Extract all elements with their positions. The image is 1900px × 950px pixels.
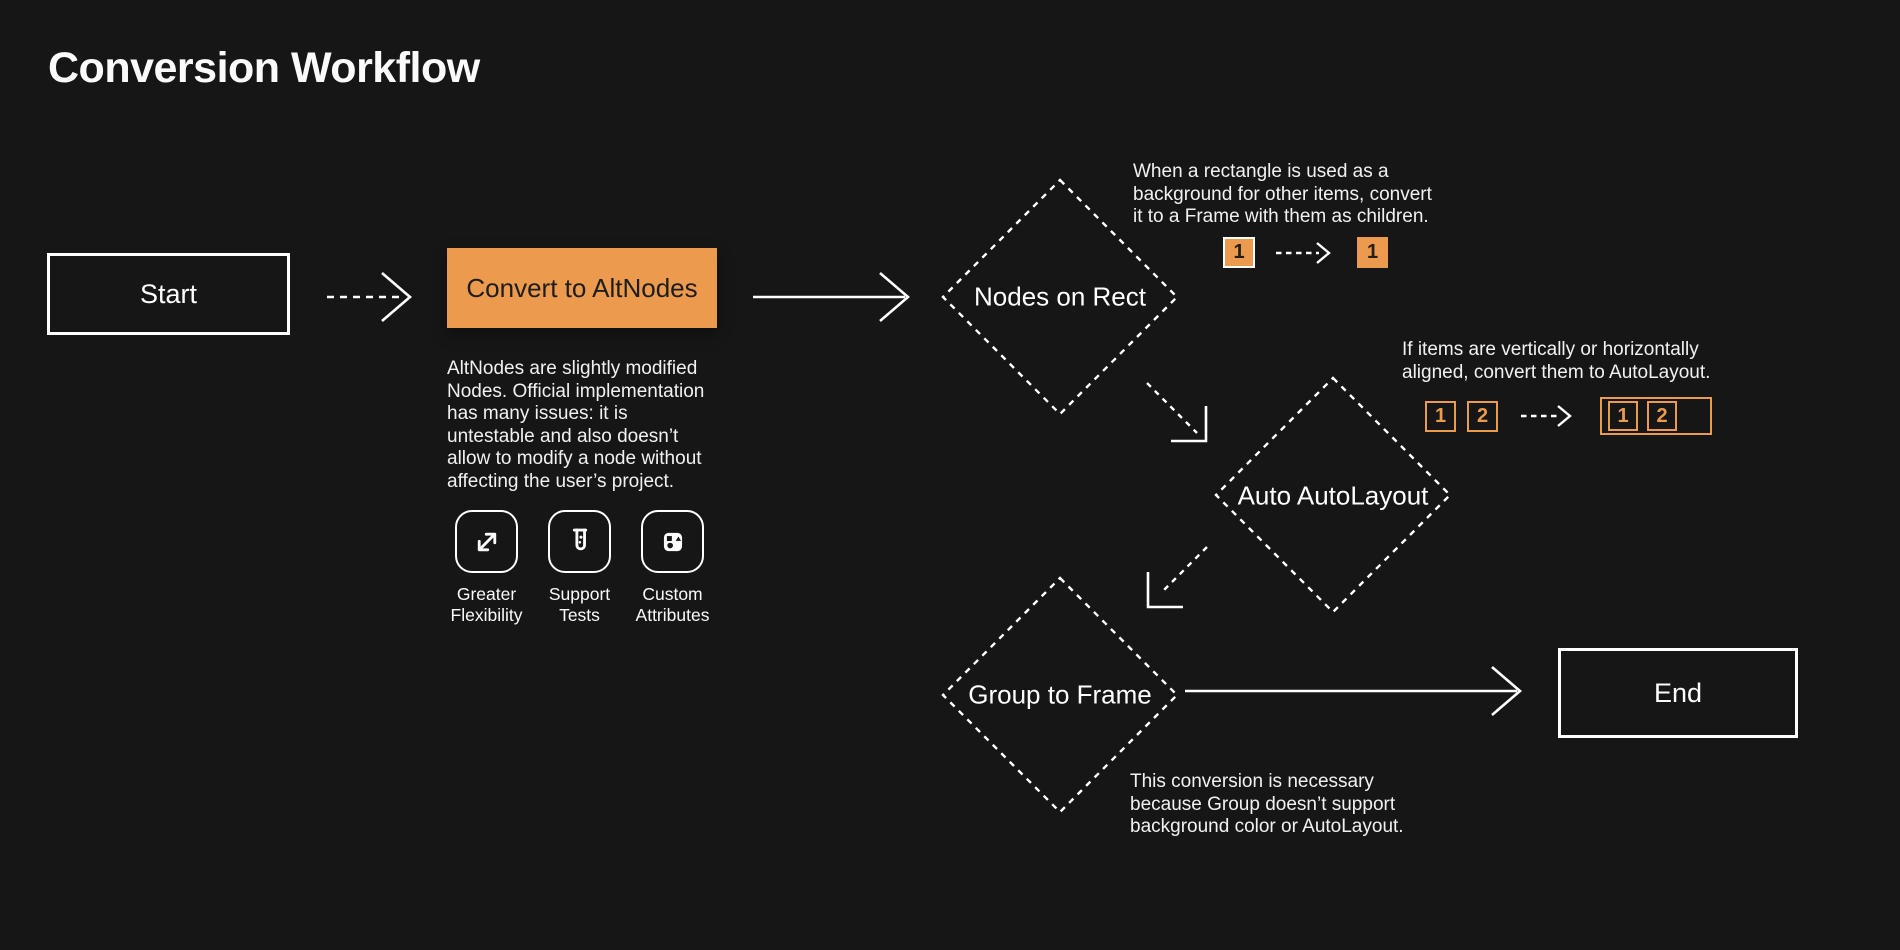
arrow-start-to-convert-head xyxy=(381,272,412,322)
feature-label: Custom Attributes xyxy=(635,584,710,625)
test-tube-icon xyxy=(548,510,611,573)
mini-dashed-arrow xyxy=(1276,241,1331,264)
arrow-nodesonrect-to-autolayout xyxy=(1146,382,1198,434)
feature-label: Support Tests xyxy=(548,584,611,625)
arrow-convert-to-nodesonrect-head xyxy=(879,272,910,322)
auto-autolayout-label: Auto AutoLayout xyxy=(1237,480,1429,511)
diamond-group-to-frame-outline xyxy=(941,576,1179,814)
altnodes-note-line: allow to modify a node without xyxy=(447,448,702,469)
start-node-label: Start xyxy=(139,278,198,309)
frame-after-swatch: 1 xyxy=(1357,237,1388,268)
mini-flow-rect-to-frame: 1 1 xyxy=(1223,237,1388,268)
item-1-swatch: 1 xyxy=(1608,401,1638,431)
feature-support-tests: Support Tests xyxy=(533,510,626,626)
items-before-group: 1 2 xyxy=(1425,400,1498,432)
diamond-nodes-on-rect-outline xyxy=(941,178,1179,416)
item-2-swatch: 2 xyxy=(1647,401,1677,431)
rect-before-swatch: 1 xyxy=(1223,237,1255,268)
altnodes-note-line: affecting the user’s project. xyxy=(447,470,675,492)
annotation-line: When a rectangle is used as a xyxy=(1133,161,1389,182)
annotation-line: aligned, convert them to AutoLayout. xyxy=(1402,361,1711,383)
feature-custom-attributes: Custom Attributes xyxy=(626,510,719,626)
nodes-on-rect-annotation: When a rectangle is used as a background… xyxy=(1133,161,1432,229)
altnodes-note-line: Nodes. Official implementation xyxy=(447,380,705,402)
altnodes-note-line: AltNodes are slightly modified xyxy=(447,358,698,379)
item-2-swatch: 2 xyxy=(1467,400,1498,432)
start-node: Start xyxy=(47,253,290,335)
feature-label: Greater Flexibility xyxy=(450,584,523,625)
annotation-line: background for other items, convert xyxy=(1133,183,1432,205)
mini-dashed-arrow xyxy=(1521,405,1572,427)
convert-to-altnodes-label: Convert to AltNodes xyxy=(466,272,698,303)
annotation-line: it to a Frame with them as children. xyxy=(1133,206,1429,227)
auto-autolayout-annotation: If items are vertically or horizontally … xyxy=(1402,339,1710,384)
arrow-nodesonrect-to-autolayout-head xyxy=(1171,406,1208,443)
altnodes-note-line: has many issues: it is xyxy=(447,403,628,424)
altnodes-note-line: untestable and also doesn’t xyxy=(447,425,679,447)
nodes-on-rect-label: Nodes on Rect xyxy=(974,281,1146,312)
end-node-label: End xyxy=(1653,677,1703,708)
page-title: Conversion Workflow xyxy=(48,44,480,92)
autolayout-after-group: 1 2 xyxy=(1600,397,1712,435)
mini-flow-align-to-autolayout: 1 2 1 2 xyxy=(1425,397,1712,435)
annotation-line: background color or AutoLayout. xyxy=(1130,816,1404,837)
convert-to-altnodes-node: Convert to AltNodes xyxy=(447,248,717,328)
expand-diagonal-arrows-icon xyxy=(455,510,518,573)
diamond-auto-autolayout-outline xyxy=(1214,376,1452,614)
arrow-grouptoframe-to-end-head xyxy=(1491,666,1522,716)
group-to-frame-annotation: This conversion is necessary because Gro… xyxy=(1130,771,1404,839)
annotation-line: This conversion is necessary xyxy=(1130,771,1374,792)
arrow-autolayout-to-grouptoframe xyxy=(1160,546,1208,594)
arrow-autolayout-to-grouptoframe-head xyxy=(1146,572,1183,609)
end-node: End xyxy=(1558,648,1798,738)
annotation-line: If items are vertically or horizontally xyxy=(1402,339,1699,360)
group-to-frame-label: Group to Frame xyxy=(968,679,1152,710)
altnodes-note: AltNodes are slightly modified Nodes. Of… xyxy=(447,358,704,493)
annotation-line: because Group doesn’t support xyxy=(1130,793,1396,815)
altnodes-features: Greater Flexibility Support Tests xyxy=(440,510,719,626)
feature-greater-flexibility: Greater Flexibility xyxy=(440,510,533,626)
shapes-icon xyxy=(641,510,704,573)
item-1-swatch: 1 xyxy=(1425,400,1456,432)
